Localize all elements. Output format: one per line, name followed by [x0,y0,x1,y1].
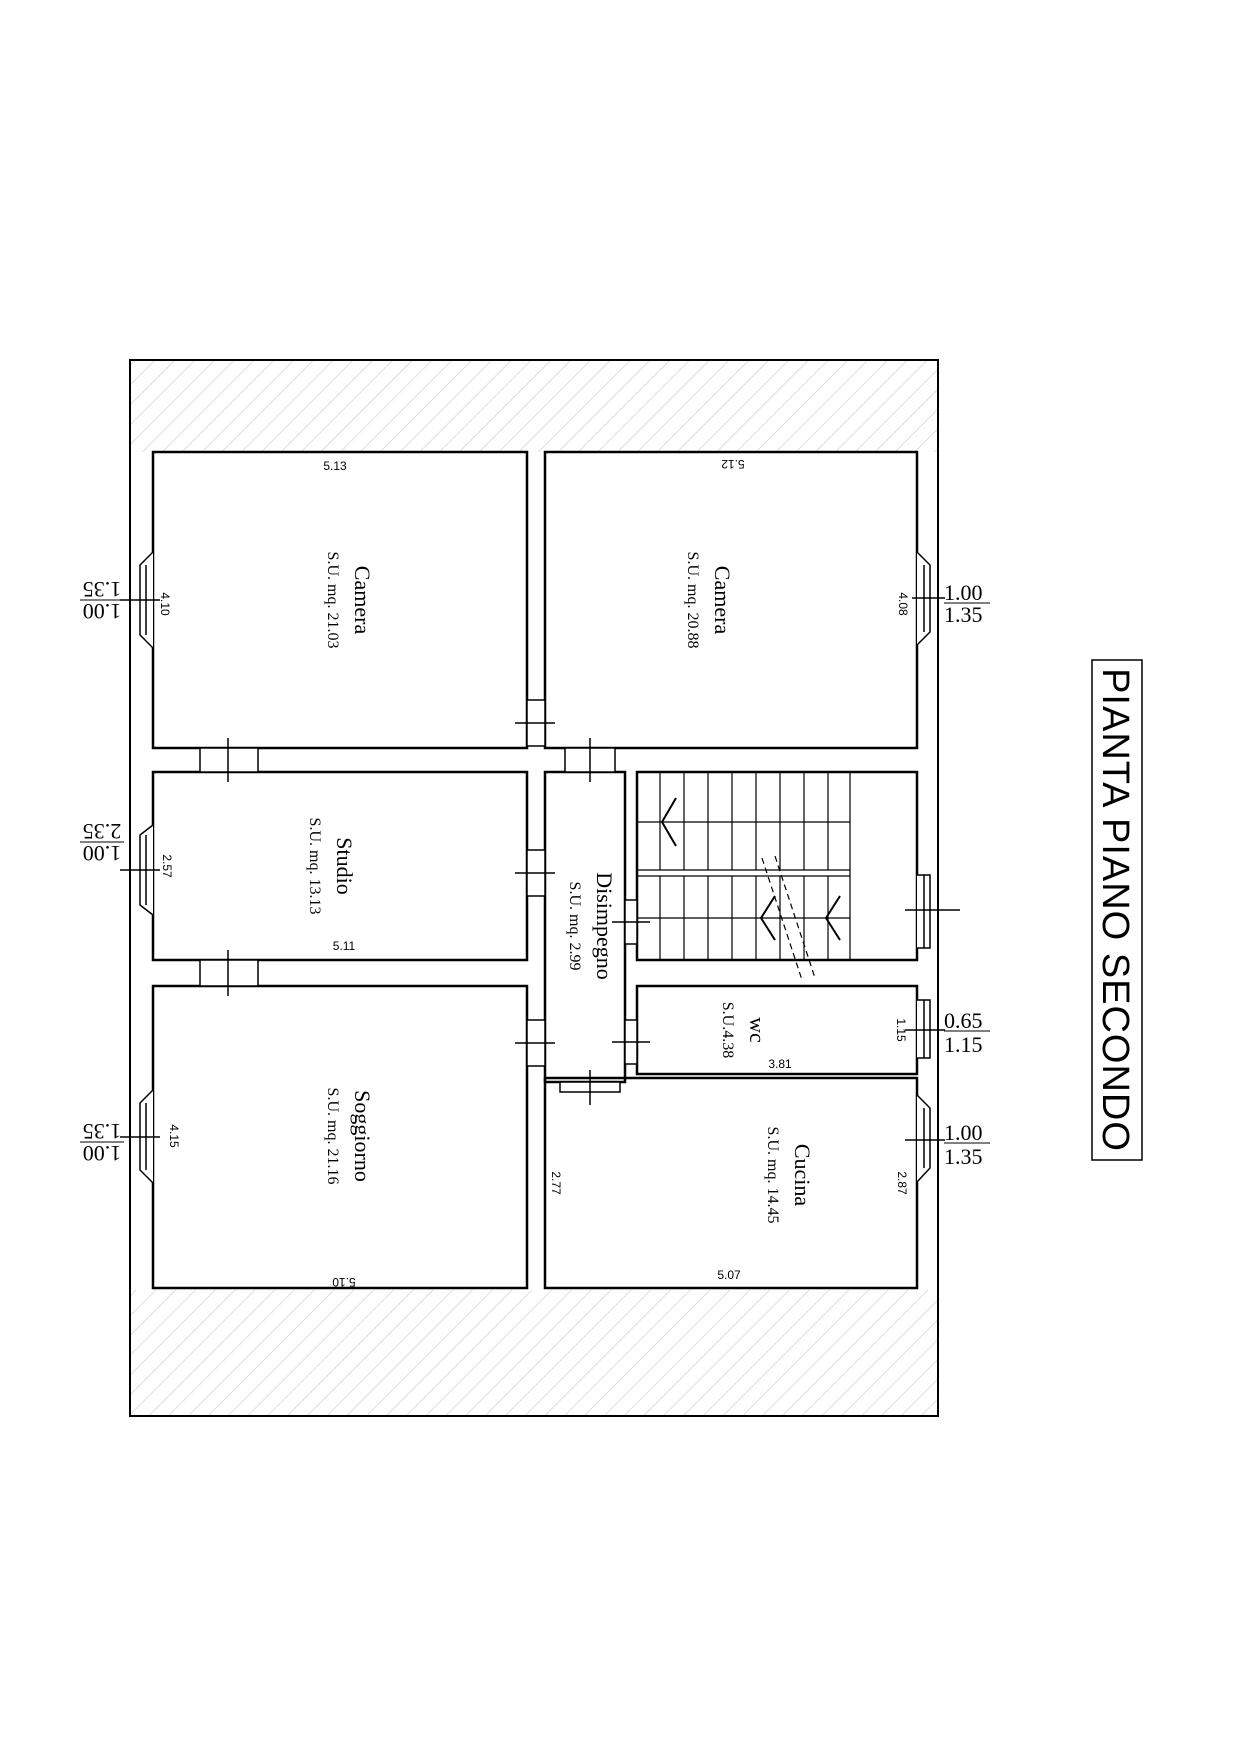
window-label-b: 1.35 [83,1119,122,1144]
dim-415: 4.15 [167,1124,181,1148]
room-label-wc: wc S.U.4.38 [719,1002,770,1058]
window-label-a: 1.00 [83,841,122,866]
dim-513: 5.13 [323,459,347,473]
room-name: Disimpegno [592,872,617,980]
room-name: Camera [350,566,375,635]
room-cucina [543,1076,919,1290]
room-label-camera-right: Camera S.U. mq. 20.88 [684,552,735,649]
window-labels-right: 1.00 1.35 0.65 1.15 1.00 1.35 [944,580,990,1169]
dim-408: 4.08 [896,592,910,616]
stair-cut-line-1 [761,857,803,981]
room-label-soggiorno: Soggiorno S.U. mq. 21.16 [324,1088,375,1185]
room-area: S.U. mq. 20.88 [684,552,701,649]
title-frame [1091,659,1143,1161]
window-label-a: 1.00 [83,599,122,624]
dim-381: 3.81 [768,1057,792,1071]
stair-arrow-lower-2 [824,895,841,941]
room-name: wc [745,1017,770,1043]
plan-title: PIANTA PIANO SECONDO [1091,659,1143,1161]
window-label-a: 1.00 [944,580,983,605]
window-label-b: 2.35 [83,819,122,844]
room-area: S.U.4.38 [719,1002,736,1058]
room-area: S.U. mq. 2.99 [566,882,583,971]
windows-right [905,551,960,1183]
window-label-b: 1.15 [944,1032,983,1057]
dim-511: 5.11 [333,939,356,953]
staircase [637,772,851,981]
room-area: S.U. mq. 21.03 [324,552,341,649]
title-text: PIANTA PIANO SECONDO [1094,668,1136,1152]
room-label-studio: Studio S.U. mq. 13.13 [306,818,357,915]
room-stair [635,770,919,962]
dimension-labels: 5.13 5.12 4.10 4.08 2.57 5.11 1.15 3.81 … [158,457,910,1289]
dim-507: 5.07 [717,1268,741,1282]
room-label-disimpegno: Disimpegno S.U. mq. 2.99 [566,872,617,980]
hatched-zone-top [130,360,938,452]
window-label-b: 1.35 [944,602,983,627]
dim-510: 5.10 [332,1275,356,1289]
dim-410: 4.10 [158,592,172,616]
room-name: Studio [332,837,357,894]
dim-277: 2.77 [549,1171,563,1195]
dim-512: 5.12 [721,457,745,471]
doors [199,699,650,1105]
hatched-zone-bottom [130,1290,938,1416]
room-label-cucina: Cucina S.U. mq. 14.45 [764,1127,815,1224]
stair-treads-upper [637,772,851,870]
room-name: Cucina [790,1144,815,1207]
stair-cut-line-2 [774,855,816,979]
windows-left [120,551,160,1184]
window-label-b: 1.35 [83,577,122,602]
window-label-a: 1.00 [944,1120,983,1145]
window-label-a: 1.00 [83,1141,122,1166]
room-area: S.U. mq. 14.45 [764,1127,781,1224]
building-outline [129,359,939,1417]
room-label-camera-left: Camera S.U. mq. 21.03 [324,552,375,649]
dim-287: 2.87 [895,1171,909,1195]
window-label-a: 0.65 [944,1008,983,1033]
room-area: S.U. mq. 21.16 [324,1088,341,1185]
stair-arrow-upper [660,797,677,847]
dim-115: 1.15 [894,1018,908,1042]
window-labels-left: 1.00 1.35 1.00 2.35 1.00 1.35 [80,577,124,1166]
room-area: S.U. mq. 13.13 [306,818,323,915]
stair-arrow-lower-1 [759,895,776,941]
stair-treads-lower [637,876,851,960]
dim-257: 2.57 [160,854,174,878]
room-name: Camera [710,566,735,635]
room-name: Soggiorno [350,1090,375,1182]
window-label-b: 1.35 [944,1144,983,1169]
